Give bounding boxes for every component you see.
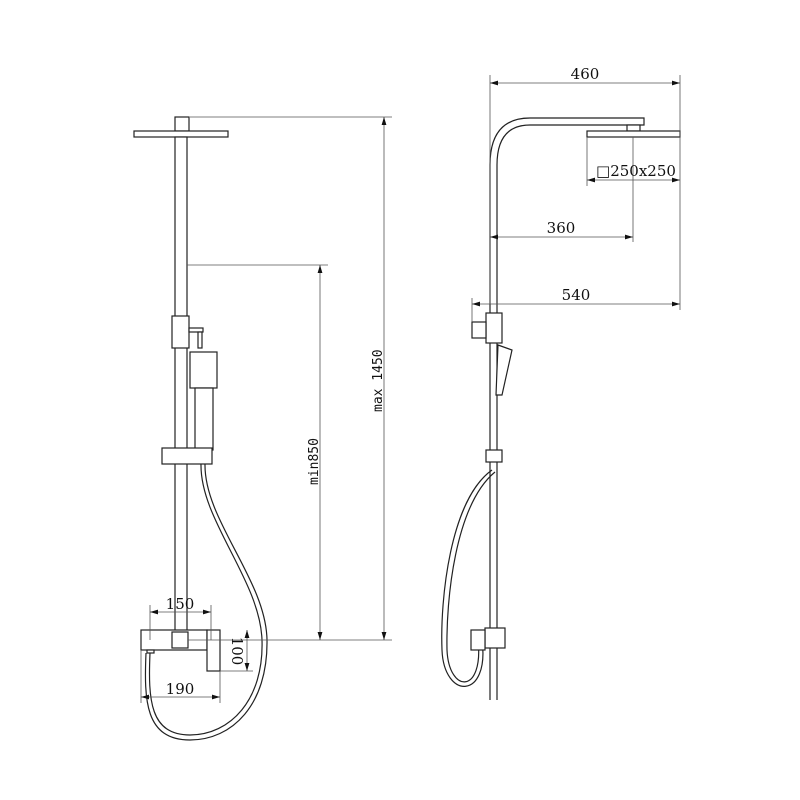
front-view: max 1450 min850 150 190 100 [133, 116, 392, 741]
hand-shower-holder [485, 449, 503, 463]
mixer-knob [470, 629, 486, 651]
mixer-depth-label: 100 [228, 637, 246, 666]
head-connector [174, 116, 190, 132]
mixer-outlet [171, 631, 189, 649]
head-size-label: □250x250 [596, 162, 676, 180]
riser-pole [174, 136, 188, 633]
diverter-block [171, 315, 190, 349]
hand-shower-holder [161, 447, 213, 465]
head-connector [626, 124, 641, 132]
head-center-label: 360 [547, 219, 576, 237]
mixer-width-label: 190 [166, 680, 195, 698]
hose [148, 463, 263, 736]
hose-inner [446, 471, 496, 683]
hand-shower-handle [194, 387, 214, 451]
mixer-body [484, 627, 506, 649]
max-height-label: max 1450 [371, 349, 386, 412]
hose-inner [144, 463, 268, 741]
hose-outlet [146, 649, 155, 654]
diverter-knob [471, 321, 487, 339]
total-reach-label: 540 [562, 286, 591, 304]
diverter-lever [197, 331, 203, 349]
hand-shower [495, 344, 513, 396]
arm-reach-label: 460 [571, 65, 600, 83]
min-height-label: min850 [307, 438, 322, 485]
side-view: 460 □250x250 360 540 [441, 65, 681, 700]
mixer-handle [206, 629, 221, 672]
riser-arm [489, 117, 645, 700]
hose [441, 469, 493, 687]
connection-label: 150 [166, 595, 195, 613]
diverter-knob [188, 327, 204, 333]
diverter-block [485, 312, 503, 344]
rain-shower-head [133, 130, 229, 138]
rain-shower-head [586, 130, 681, 138]
hand-shower-head [189, 351, 218, 389]
